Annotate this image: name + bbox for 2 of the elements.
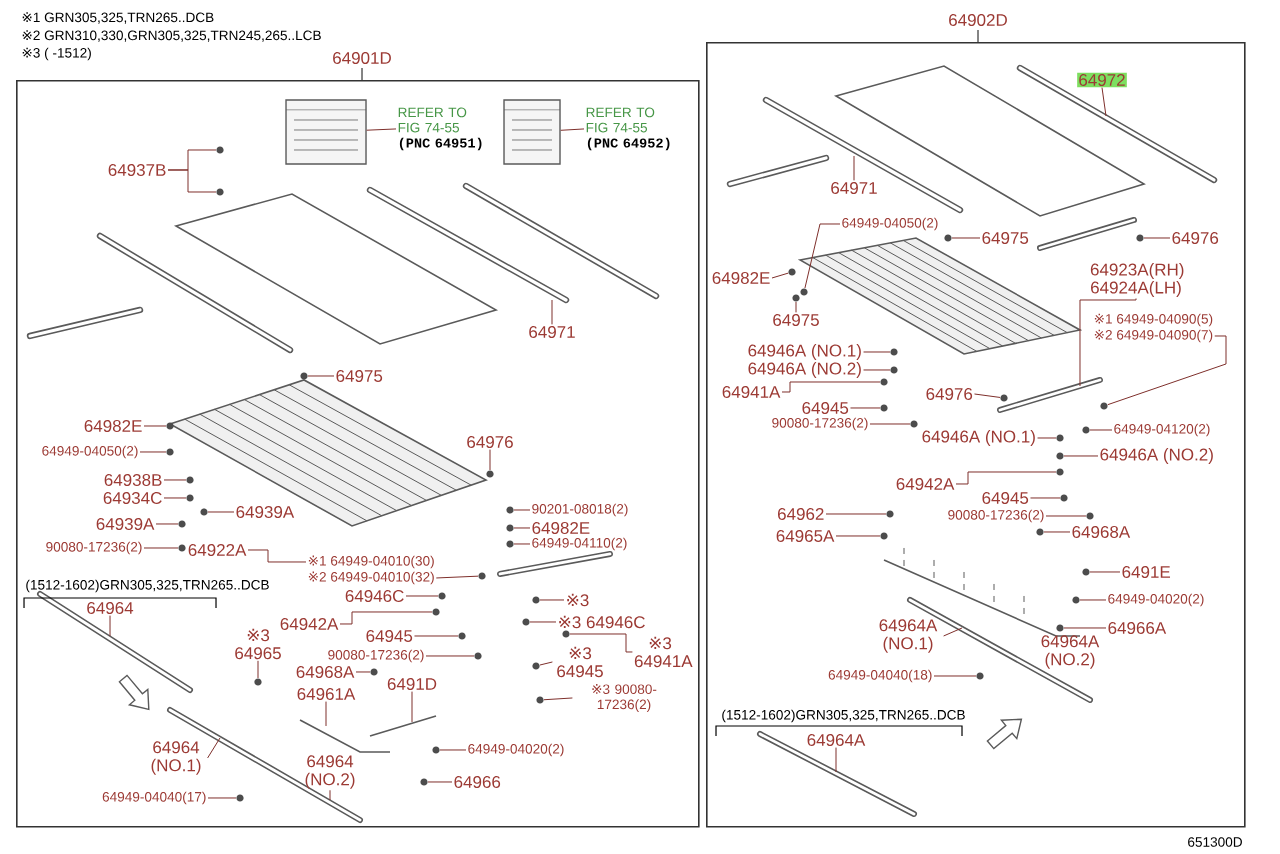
panel-heading: 64902D <box>949 14 1007 26</box>
panel-heading: 64901D <box>333 52 391 64</box>
